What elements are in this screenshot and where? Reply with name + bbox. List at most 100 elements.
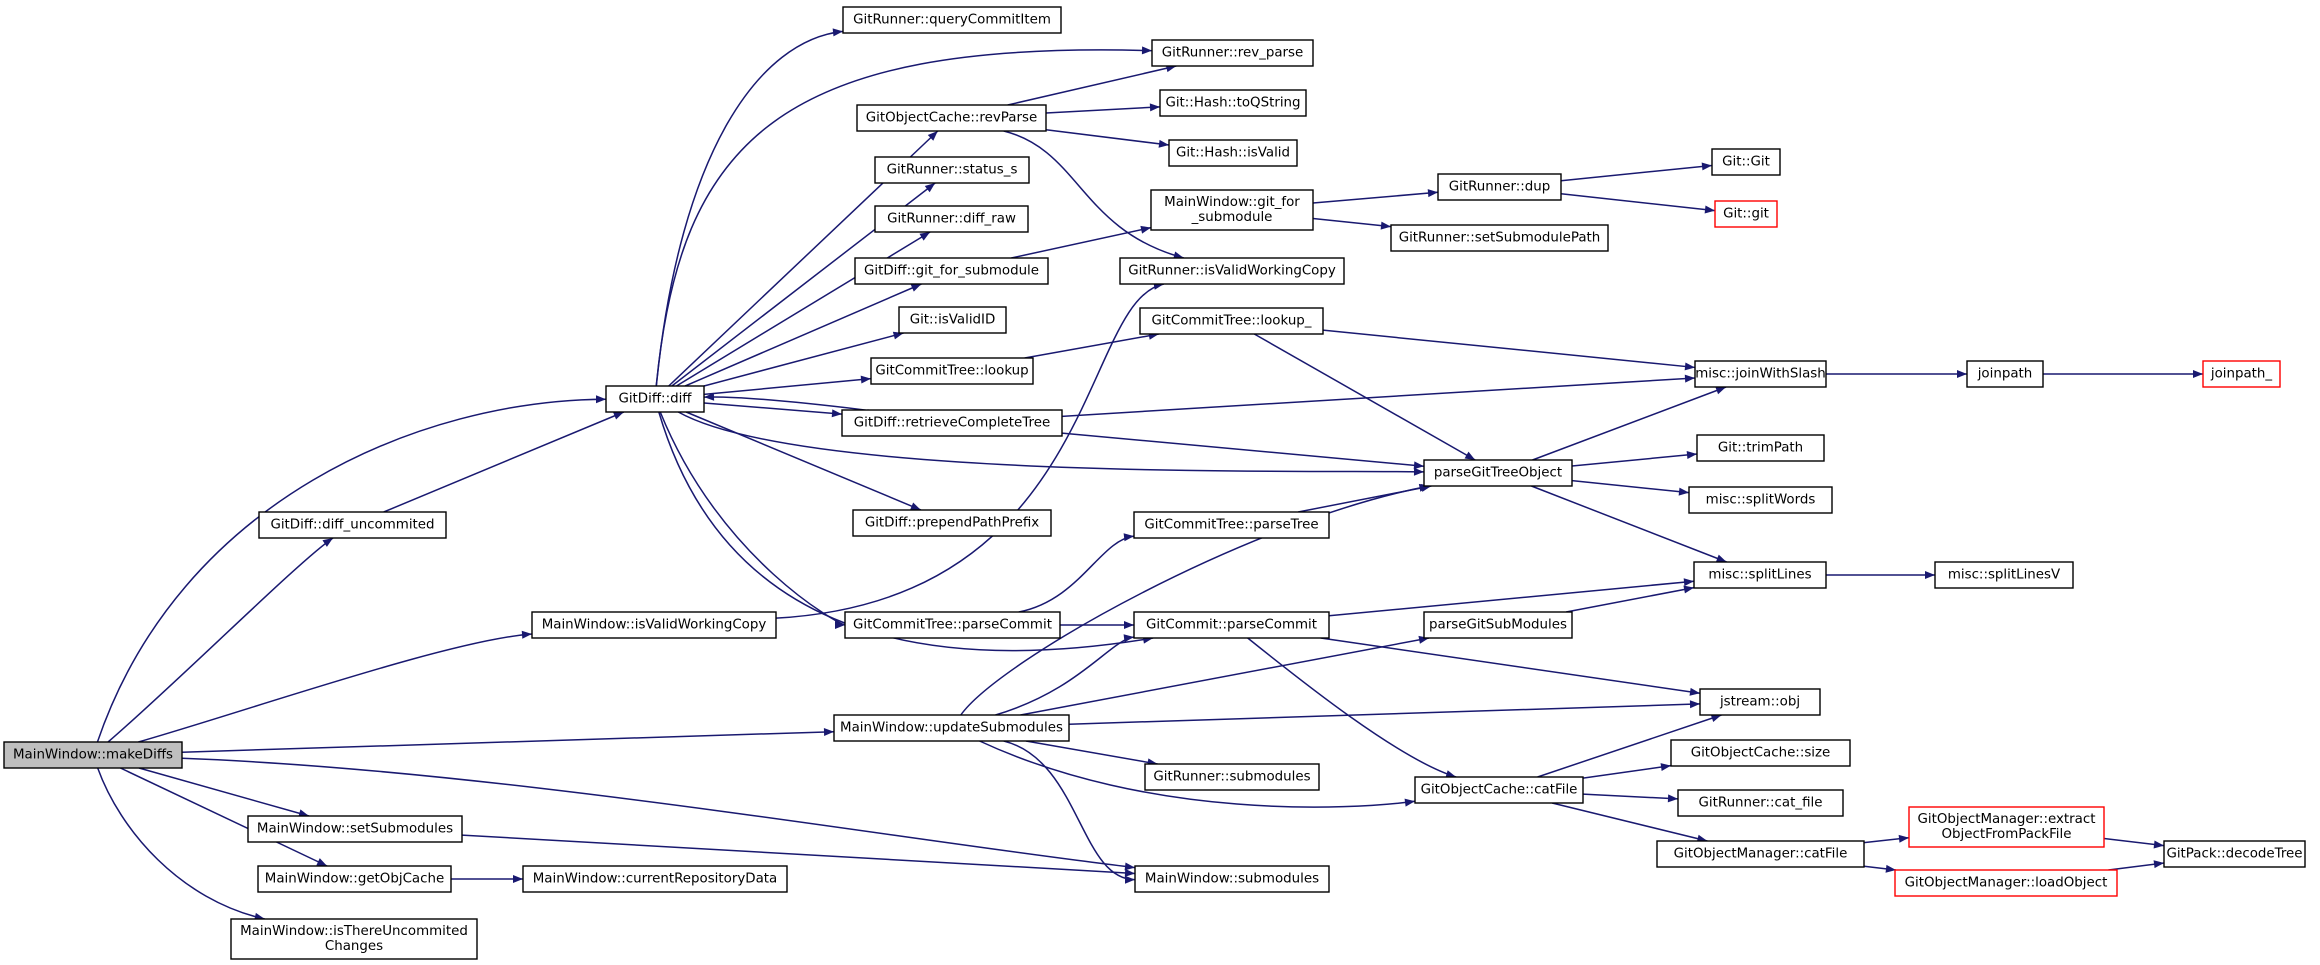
node-gitForSubmodule[interactable]: GitDiff::git_for_submodule: [854, 257, 1049, 285]
call-edge-diff-to-runnerRevParse: [655, 49, 1153, 387]
node-label-mwGitForSubmodule: MainWindow::git_for: [1164, 195, 1300, 210]
node-box-mwIsValidWorkingCopy: [531, 611, 777, 639]
arrowhead-diff-to-parseGitTreeObject: [1413, 467, 1424, 476]
node-label-runnerDup: GitRunner::dup: [1449, 180, 1551, 195]
call-edge-cacheCatFile-to-cacheSize: [1582, 764, 1672, 779]
node-diff[interactable]: GitDiff::diff: [605, 385, 705, 413]
arrowhead-diff-to-ctParseCommit: [835, 621, 845, 629]
node-prependPathPrefix[interactable]: GitDiff::prependPathPrefix: [852, 509, 1052, 537]
node-ctLookup[interactable]: GitCommitTree::lookup: [870, 357, 1034, 385]
call-edge-ctLookup-to-ctLookupU: [1024, 333, 1159, 359]
call-edge-makeDiffs-to-diffUncommited: [107, 537, 334, 743]
node-diffUncommited[interactable]: GitDiff::diff_uncommited: [258, 511, 447, 539]
node-submodules[interactable]: MainWindow::submodules: [1134, 865, 1330, 893]
node-updateSubmodules[interactable]: MainWindow::updateSubmodules: [833, 714, 1070, 742]
arrowhead-splitLines-to-splitLinesV: [1925, 571, 1935, 579]
node-extractObject[interactable]: GitObjectManager::extractObjectFromPackF…: [1908, 806, 2105, 848]
node-loadObject[interactable]: GitObjectManager::loadObject: [1894, 869, 2118, 897]
node-runnerRevParse[interactable]: GitRunner::rev_parse: [1151, 39, 1314, 67]
node-parseGitTreeObject[interactable]: parseGitTreeObject: [1423, 459, 1573, 487]
arrowhead-makeDiffs-to-updateSubmodules: [823, 728, 834, 737]
node-queryCommitItem[interactable]: GitRunner::queryCommitItem: [842, 6, 1062, 34]
node-joinpathU[interactable]: joinpath_: [2202, 360, 2281, 388]
node-label-parseGitTreeObject: parseGitTreeObject: [1434, 466, 1562, 481]
node-label-makeDiffs: MainWindow::makeDiffs: [13, 748, 173, 763]
node-gitGit[interactable]: Git::Git: [1711, 148, 1781, 176]
node-mwGitForSubmodule[interactable]: MainWindow::git_for_submodule: [1150, 189, 1314, 231]
node-box-joinWithSlash: [1694, 360, 1827, 388]
node-diffRaw[interactable]: GitRunner::diff_raw: [874, 205, 1029, 233]
node-label-joinpath: joinpath: [1977, 367, 2033, 382]
node-joinpath[interactable]: joinpath: [1966, 360, 2044, 388]
node-label-extractObject: ObjectFromPackFile: [1942, 827, 2072, 842]
arrowhead-diff-to-revParse: [927, 131, 938, 141]
node-box-jstreamObj: [1699, 688, 1821, 716]
arrowhead-gitForSubmodule-to-mwGitForSubmodule: [1140, 225, 1151, 234]
node-label-diffRaw: GitRunner::diff_raw: [887, 212, 1016, 227]
node-splitWords[interactable]: misc::splitWords: [1688, 486, 1833, 514]
node-box-setSubmodulePath: [1390, 224, 1609, 252]
node-label-ctLookup: GitCommitTree::lookup: [875, 364, 1028, 379]
node-runnerCatFile[interactable]: GitRunner::cat_file: [1677, 789, 1844, 817]
node-label-runnerCatFile: GitRunner::cat_file: [1699, 796, 1823, 811]
node-runnerSubmodules[interactable]: GitRunner::submodules: [1144, 763, 1320, 791]
node-retrieveCompleteTree[interactable]: GitDiff::retrieveCompleteTree: [841, 409, 1063, 437]
node-statusS[interactable]: GitRunner::status_s: [874, 156, 1030, 184]
node-hashIsValid[interactable]: Git::Hash::isValid: [1168, 139, 1298, 167]
node-label-decodeTree: GitPack::decodeTree: [2166, 847, 2302, 862]
node-setSubmodulePath[interactable]: GitRunner::setSubmodulePath: [1390, 224, 1609, 252]
node-trimPath[interactable]: Git::trimPath: [1696, 434, 1825, 462]
node-runnerIsValidWorkingCopy[interactable]: GitRunner::isValidWorkingCopy: [1119, 257, 1345, 285]
node-ctLookupU[interactable]: GitCommitTree::lookup_: [1139, 307, 1324, 335]
node-mwIsValidWorkingCopy[interactable]: MainWindow::isValidWorkingCopy: [531, 611, 777, 639]
node-commitParseCommit[interactable]: GitCommit::parseCommit: [1133, 611, 1330, 639]
node-label-joinWithSlash: misc::joinWithSlash: [1695, 367, 1826, 382]
arrowhead-updateSubmodules-to-jstreamObj: [1689, 700, 1700, 709]
node-box-cacheCatFile: [1414, 776, 1584, 804]
arrowhead-makeDiffs-to-setSubmodules: [298, 809, 309, 818]
node-runnerDup[interactable]: GitRunner::dup: [1437, 173, 1562, 201]
node-currentRepositoryData[interactable]: MainWindow::currentRepositoryData: [522, 865, 788, 893]
arrowhead-ctParseCommit-to-ctParseTree: [1123, 533, 1134, 542]
node-cacheSize[interactable]: GitObjectCache::size: [1670, 739, 1851, 767]
arrowhead-joinWithSlash-to-joinpath: [1957, 370, 1967, 378]
node-label-gitGit: Git::Git: [1722, 155, 1770, 170]
node-label-mwGitForSubmodule: _submodule: [1191, 210, 1273, 225]
node-makeDiffs[interactable]: MainWindow::makeDiffs: [3, 741, 183, 769]
call-edge-revParse-to-runnerRevParse: [1007, 65, 1177, 106]
call-edge-makeDiffs-to-setSubmodules: [138, 767, 310, 817]
node-decodeTree[interactable]: GitPack::decodeTree: [2163, 840, 2306, 868]
arrowhead-mwGitForSubmodule-to-setSubmodulePath: [1380, 221, 1391, 230]
node-label-loadObject: GitObjectManager::loadObject: [1905, 876, 2108, 891]
arrowhead-updateSubmodules-to-submodules: [1124, 875, 1135, 884]
node-box-prependPathPrefix: [852, 509, 1052, 537]
node-parseGitSubModules[interactable]: parseGitSubModules: [1423, 611, 1573, 639]
node-jstreamObj[interactable]: jstream::obj: [1699, 688, 1821, 716]
node-splitLinesV[interactable]: misc::splitLinesV: [1934, 561, 2074, 589]
node-ctParseTree[interactable]: GitCommitTree::parseTree: [1133, 511, 1330, 539]
call-edge-makeDiffs-to-diff: [96, 398, 607, 743]
node-cacheCatFile[interactable]: GitObjectCache::catFile: [1414, 776, 1584, 804]
node-joinWithSlash[interactable]: misc::joinWithSlash: [1694, 360, 1827, 388]
node-omCatFile[interactable]: GitObjectManager::catFile: [1656, 840, 1865, 868]
arrowhead-getObjCache-to-currentRepositoryData: [513, 875, 523, 883]
node-splitLines[interactable]: misc::splitLines: [1693, 561, 1827, 589]
arrowhead-setSubmodules-to-submodules: [1124, 868, 1135, 877]
call-edge-revParse-to-hashIsValid: [1045, 129, 1170, 146]
call-edge-diffUncommited-to-diff: [383, 411, 625, 513]
arrowhead-parseGitSubModules-to-splitLines: [1683, 585, 1694, 594]
node-getObjCache[interactable]: MainWindow::getObjCache: [257, 865, 452, 893]
node-setSubmodules[interactable]: MainWindow::setSubmodules: [247, 815, 463, 843]
call-edge-mwGitForSubmodule-to-setSubmodulePath: [1312, 217, 1392, 228]
node-hashToQString[interactable]: Git::Hash::toQString: [1159, 89, 1307, 117]
call-edge-makeDiffs-to-getObjCache: [120, 767, 328, 867]
node-label-prependPathPrefix: GitDiff::prependPathPrefix: [865, 516, 1039, 531]
node-ctParseCommit[interactable]: GitCommitTree::parseCommit: [844, 611, 1061, 639]
node-gitLower[interactable]: Git::git: [1714, 200, 1778, 228]
node-isValidID[interactable]: Git::isValidID: [898, 306, 1007, 334]
call-edge-diff-to-retrieveCompleteTree: [703, 402, 843, 415]
node-label-splitWords: misc::splitWords: [1706, 493, 1816, 508]
node-box-diffUncommited: [258, 511, 447, 539]
node-revParse[interactable]: GitObjectCache::revParse: [856, 104, 1047, 132]
